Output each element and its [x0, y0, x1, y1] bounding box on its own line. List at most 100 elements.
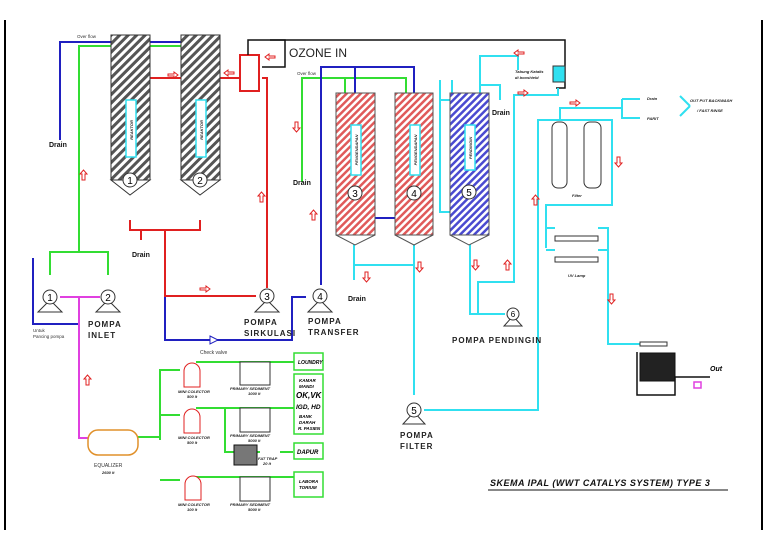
svg-text:20 lt: 20 lt	[262, 461, 272, 466]
source-group	[293, 373, 324, 435]
reactor-2-number: 2	[197, 176, 203, 187]
svg-text:TORIUM: TORIUM	[299, 485, 317, 490]
svg-text:4: 4	[317, 292, 323, 303]
svg-text:5000 lt: 5000 lt	[248, 438, 261, 443]
drain-label: Drain	[293, 180, 311, 187]
pompa-inlet-label: POMPA	[88, 320, 122, 329]
tabung-katalis-label: Tabung Katalis	[515, 69, 544, 74]
svg-text:2: 2	[105, 293, 111, 304]
svg-text:PRIMARY SEDIMENT: PRIMARY SEDIMENT	[230, 502, 271, 507]
svg-text:PRIMARY SEDIMENT: PRIMARY SEDIMENT	[230, 386, 271, 391]
magenta-pipe	[78, 297, 88, 439]
outlet-tank	[636, 352, 710, 396]
pompa-transfer-label: POMPA	[308, 317, 342, 326]
filter-tank-2	[583, 121, 602, 189]
svg-text:DAPUR: DAPUR	[297, 450, 319, 456]
tabung-katalis	[552, 65, 566, 83]
primary-sediment-1	[239, 361, 271, 386]
tank-4	[394, 92, 434, 246]
drain-label: Drain	[49, 142, 67, 149]
fat-trap	[233, 444, 258, 466]
pump-2[interactable]: 2	[94, 289, 122, 313]
drain-label: Drain	[492, 110, 510, 117]
svg-text:MINI COLECTOR: MINI COLECTOR	[178, 502, 210, 507]
drain-label: Drain	[132, 252, 150, 259]
svg-text:1: 1	[47, 293, 53, 304]
uv-lamp-label: UV Lamp	[568, 273, 586, 278]
pompa-filter-label: POMPA	[400, 431, 434, 440]
equalizer-tank	[87, 429, 139, 456]
aeration-tank	[639, 352, 676, 382]
reactor-1-number: 1	[127, 176, 133, 187]
primary-sediment-3	[239, 476, 271, 502]
svg-text:3: 3	[264, 292, 270, 303]
pancing-label: Untuk	[33, 328, 46, 333]
cyan-pipes	[353, 55, 640, 411]
uv-lamp-2	[554, 256, 599, 263]
svg-text:2600 lt: 2600 lt	[101, 470, 115, 475]
flow-arrows	[78, 49, 624, 386]
pump-5[interactable]: 5	[401, 402, 427, 425]
svg-text:BANK: BANK	[299, 414, 313, 419]
svg-text:di booshield: di booshield	[515, 75, 539, 80]
tank-3-label: PENGENDAPAN	[354, 134, 359, 165]
check-valve-label: Check valve	[200, 350, 227, 356]
svg-text:/ FAST RINSE: / FAST RINSE	[696, 108, 723, 113]
svg-text:FAT TRAP: FAT TRAP	[258, 456, 278, 461]
svg-text:5000 lt: 5000 lt	[248, 507, 261, 512]
pompa-pendingin-label: POMPA PENDINGIN	[452, 336, 542, 345]
drain-label: Drain	[348, 296, 366, 303]
svg-text:SIRKULASI: SIRKULASI	[244, 329, 296, 338]
source-dapur	[293, 442, 324, 460]
filter-tank-1	[551, 121, 568, 189]
pump-3[interactable]: 3	[253, 288, 281, 313]
svg-text:Pancing pompa: Pancing pompa	[33, 334, 65, 339]
ozone-line	[247, 39, 566, 89]
svg-text:LOUNDRY: LOUNDRY	[298, 360, 323, 366]
primary-sediment-2	[239, 407, 271, 433]
pump-6[interactable]: 6	[502, 307, 524, 327]
svg-text:500 lt: 500 lt	[187, 394, 198, 399]
svg-text:LABORA: LABORA	[299, 479, 318, 484]
filter-label: Filter	[572, 193, 582, 198]
source-laboratorium	[293, 471, 324, 498]
mini-collector-2	[183, 408, 201, 434]
svg-text:MINI COLECTOR: MINI COLECTOR	[178, 389, 210, 394]
pompa-sirkulasi-label: POMPA	[244, 318, 278, 327]
ozone-in-label: OZONE IN	[289, 46, 347, 60]
tank-5-label: PENDINGIN	[468, 137, 473, 159]
pump-4[interactable]: 4	[306, 288, 334, 313]
mini-collector-3	[184, 475, 202, 501]
check-valve-icon	[209, 335, 220, 345]
svg-text:R. PASIEN: R. PASIEN	[298, 426, 321, 431]
svg-text:FILTER: FILTER	[400, 442, 433, 451]
out-label: Out	[710, 366, 723, 373]
svg-text:IGD, HD: IGD, HD	[296, 404, 321, 411]
tank-5-number: 5	[466, 188, 472, 199]
svg-text:1000 lt: 1000 lt	[248, 391, 261, 396]
svg-text:TRANSFER: TRANSFER	[308, 328, 360, 337]
svg-text:PRIMARY SEDIMENT: PRIMARY SEDIMENT	[230, 433, 271, 438]
diagram-title: SKEMA IPAL (WWT CATALYS SYSTEM) TYPE 3	[490, 478, 710, 488]
tank-4-number: 4	[411, 189, 417, 200]
source-loundry	[293, 352, 324, 371]
output-parit-label: PARIT	[647, 116, 659, 121]
svg-text:5: 5	[411, 406, 417, 417]
tank-4-label: PENGENDAPAN	[413, 134, 418, 165]
svg-text:100 lt: 100 lt	[187, 507, 198, 512]
svg-text:MANDI: MANDI	[299, 384, 314, 389]
overflow-label-1: Over flow	[77, 34, 97, 39]
svg-text:OK,VK: OK,VK	[296, 391, 323, 400]
svg-text:500 lt: 500 lt	[187, 440, 198, 445]
reactor-2-label: REAKTOR	[199, 120, 204, 140]
mini-collector-1	[183, 362, 201, 388]
svg-text:DARAH: DARAH	[299, 420, 316, 425]
pump-1[interactable]: 1	[36, 289, 64, 313]
tank-3-number: 3	[352, 189, 358, 200]
svg-text:INLET: INLET	[88, 331, 116, 340]
equalizer-label: EQUALIZER	[94, 463, 123, 469]
reactor-1-label: REAKTOR	[129, 120, 134, 140]
uv-lamp-1	[554, 235, 599, 242]
